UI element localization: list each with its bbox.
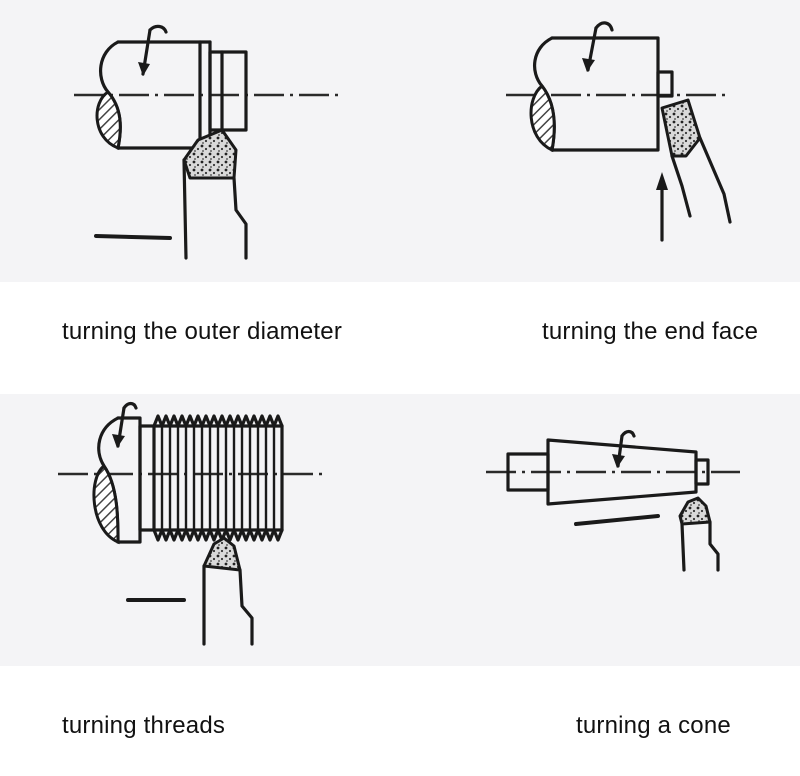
threads-diagram [58,401,324,646]
caption-outer-diameter: turning the outer diameter [62,318,343,345]
caption-threads: turning threads [62,712,226,739]
diagram-area-bottom [0,394,800,666]
outer-diameter-diagram [74,24,340,260]
caption-band-bottom [0,666,800,776]
caption-end-face: turning the end face [542,318,759,345]
caption-band-top [0,282,800,394]
diagram-area-top [0,0,800,282]
end-face-diagram [506,21,732,242]
cone-diagram [486,429,740,572]
caption-cone: turning a cone [576,712,731,739]
